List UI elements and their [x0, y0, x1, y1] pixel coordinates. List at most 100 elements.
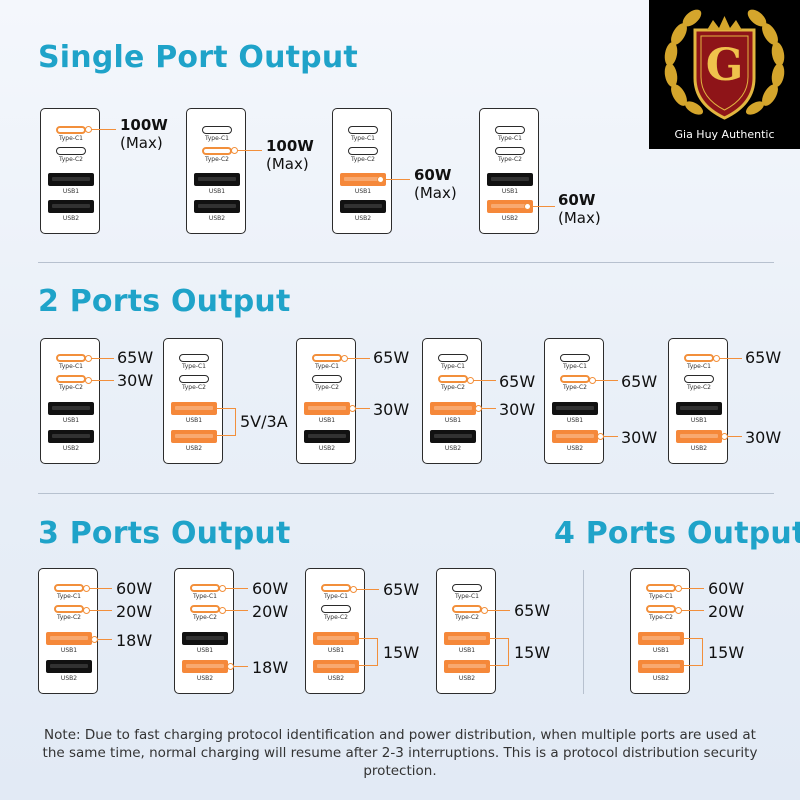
leader-line [91, 636, 112, 643]
port-label-usb2: USB2 [60, 675, 78, 682]
port-usb1 [48, 173, 94, 186]
output-value-30w: 30W [621, 428, 658, 447]
port-label-usb1: USB1 [458, 647, 476, 654]
charger-three-1: Type-C1 Type-C2 USB1 USB2 [38, 568, 98, 694]
charger-two-4: Type-C1 Type-C2 USB1 USB2 [422, 338, 482, 464]
output-value-60w: 60W [708, 579, 745, 598]
leader-line [589, 377, 618, 384]
port-label-c1: Type-C1 [57, 593, 81, 600]
port-type-c1 [312, 354, 342, 362]
port-label-usb1: USB1 [318, 417, 336, 424]
port-type-c1 [560, 354, 590, 362]
port-label-usb2: USB2 [185, 445, 203, 452]
port-label-c2: Type-C2 [498, 156, 522, 163]
port-usb1 [194, 173, 240, 186]
leader-line [377, 176, 410, 183]
output-value-15w: 15W [383, 643, 420, 662]
port-type-c1 [56, 354, 86, 362]
port-label-c2: Type-C2 [57, 614, 81, 621]
section-title-four: 4 Ports Output [554, 516, 800, 551]
leader-line [675, 607, 704, 614]
leader-line [227, 663, 248, 670]
combined-bracket [489, 638, 509, 666]
port-label-usb1: USB1 [501, 188, 519, 195]
port-type-c1 [438, 354, 468, 362]
leader-line [481, 607, 510, 614]
output-value-65w: 65W [373, 348, 410, 367]
port-usb1 [430, 402, 476, 415]
port-label-usb1: USB1 [690, 417, 708, 424]
output-value-30w: 30W [373, 400, 410, 419]
leader-line [231, 147, 262, 154]
leader-line [85, 355, 114, 362]
port-type-c2 [321, 605, 351, 613]
output-value-65w: 65W [383, 580, 420, 599]
port-type-c1 [684, 354, 714, 362]
port-label-c1: Type-C1 [182, 363, 206, 370]
port-type-c1 [202, 126, 232, 134]
port-label-usb2: USB2 [566, 445, 584, 452]
port-label-c2: Type-C2 [455, 614, 479, 621]
port-type-c1 [646, 584, 676, 592]
port-usb1 [552, 402, 598, 415]
port-type-c2 [646, 605, 676, 613]
port-label-usb1: USB1 [566, 417, 584, 424]
output-value: 60W (Max) [558, 191, 601, 227]
port-type-c2 [56, 375, 86, 383]
port-label-usb2: USB2 [652, 675, 670, 682]
port-label-usb2: USB2 [208, 215, 226, 222]
port-usb1 [304, 402, 350, 415]
port-label-c1: Type-C1 [441, 363, 465, 370]
output-value-65w: 65W [745, 348, 782, 367]
port-label-usb2: USB2 [62, 215, 80, 222]
port-label-usb1: USB1 [444, 417, 462, 424]
logo-brand-name: Gia Huy Authentic [674, 128, 775, 141]
port-label-c2: Type-C2 [59, 384, 83, 391]
port-label-c1: Type-C1 [649, 593, 673, 600]
port-type-c1 [54, 584, 84, 592]
port-usb2 [444, 660, 490, 673]
leader-line [341, 355, 370, 362]
output-max: (Max) [266, 155, 309, 173]
port-usb2 [46, 660, 92, 673]
logo-letter: G [705, 40, 744, 91]
port-label-c1: Type-C1 [455, 593, 479, 600]
port-type-c2 [495, 147, 525, 155]
output-value: 60W (Max) [414, 166, 457, 202]
port-usb2 [171, 430, 217, 443]
charger-single-4: Type-C1 Type-C2 USB1 USB2 [479, 108, 539, 234]
output-watts: 60W [558, 191, 596, 209]
divider-1 [38, 262, 774, 263]
port-label-c1: Type-C1 [193, 593, 217, 600]
port-label-usb2: USB2 [354, 215, 372, 222]
port-label-c1: Type-C1 [563, 363, 587, 370]
leader-line [475, 405, 496, 412]
port-usb2 [48, 430, 94, 443]
output-value-20w: 20W [116, 602, 153, 621]
footnote: Note: Due to fast charging protocol iden… [42, 727, 758, 779]
port-usb2 [194, 200, 240, 213]
port-type-c1 [495, 126, 525, 134]
port-label-usb1: USB1 [196, 647, 214, 654]
port-label-c1: Type-C1 [351, 135, 375, 142]
output-max: (Max) [414, 184, 457, 202]
output-watts: 60W [414, 166, 452, 184]
output-value-15w: 15W [708, 643, 745, 662]
output-watts: 100W [266, 137, 314, 155]
output-value-60w: 60W [116, 579, 153, 598]
output-max: (Max) [120, 134, 163, 152]
charger-two-1: Type-C1 Type-C2 USB1 USB2 [40, 338, 100, 464]
port-usb2 [638, 660, 684, 673]
port-usb2 [487, 200, 533, 213]
laurel-shield-icon [664, 9, 785, 120]
leader-line [85, 126, 116, 133]
output-value-60w: 60W [252, 579, 289, 598]
port-usb1 [340, 173, 386, 186]
port-type-c2 [438, 375, 468, 383]
port-usb1 [676, 402, 722, 415]
port-label-usb1: USB1 [62, 417, 80, 424]
output-value: 100W (Max) [266, 137, 314, 173]
output-max: (Max) [558, 209, 601, 227]
port-usb1 [638, 632, 684, 645]
port-label-c2: Type-C2 [182, 384, 206, 391]
